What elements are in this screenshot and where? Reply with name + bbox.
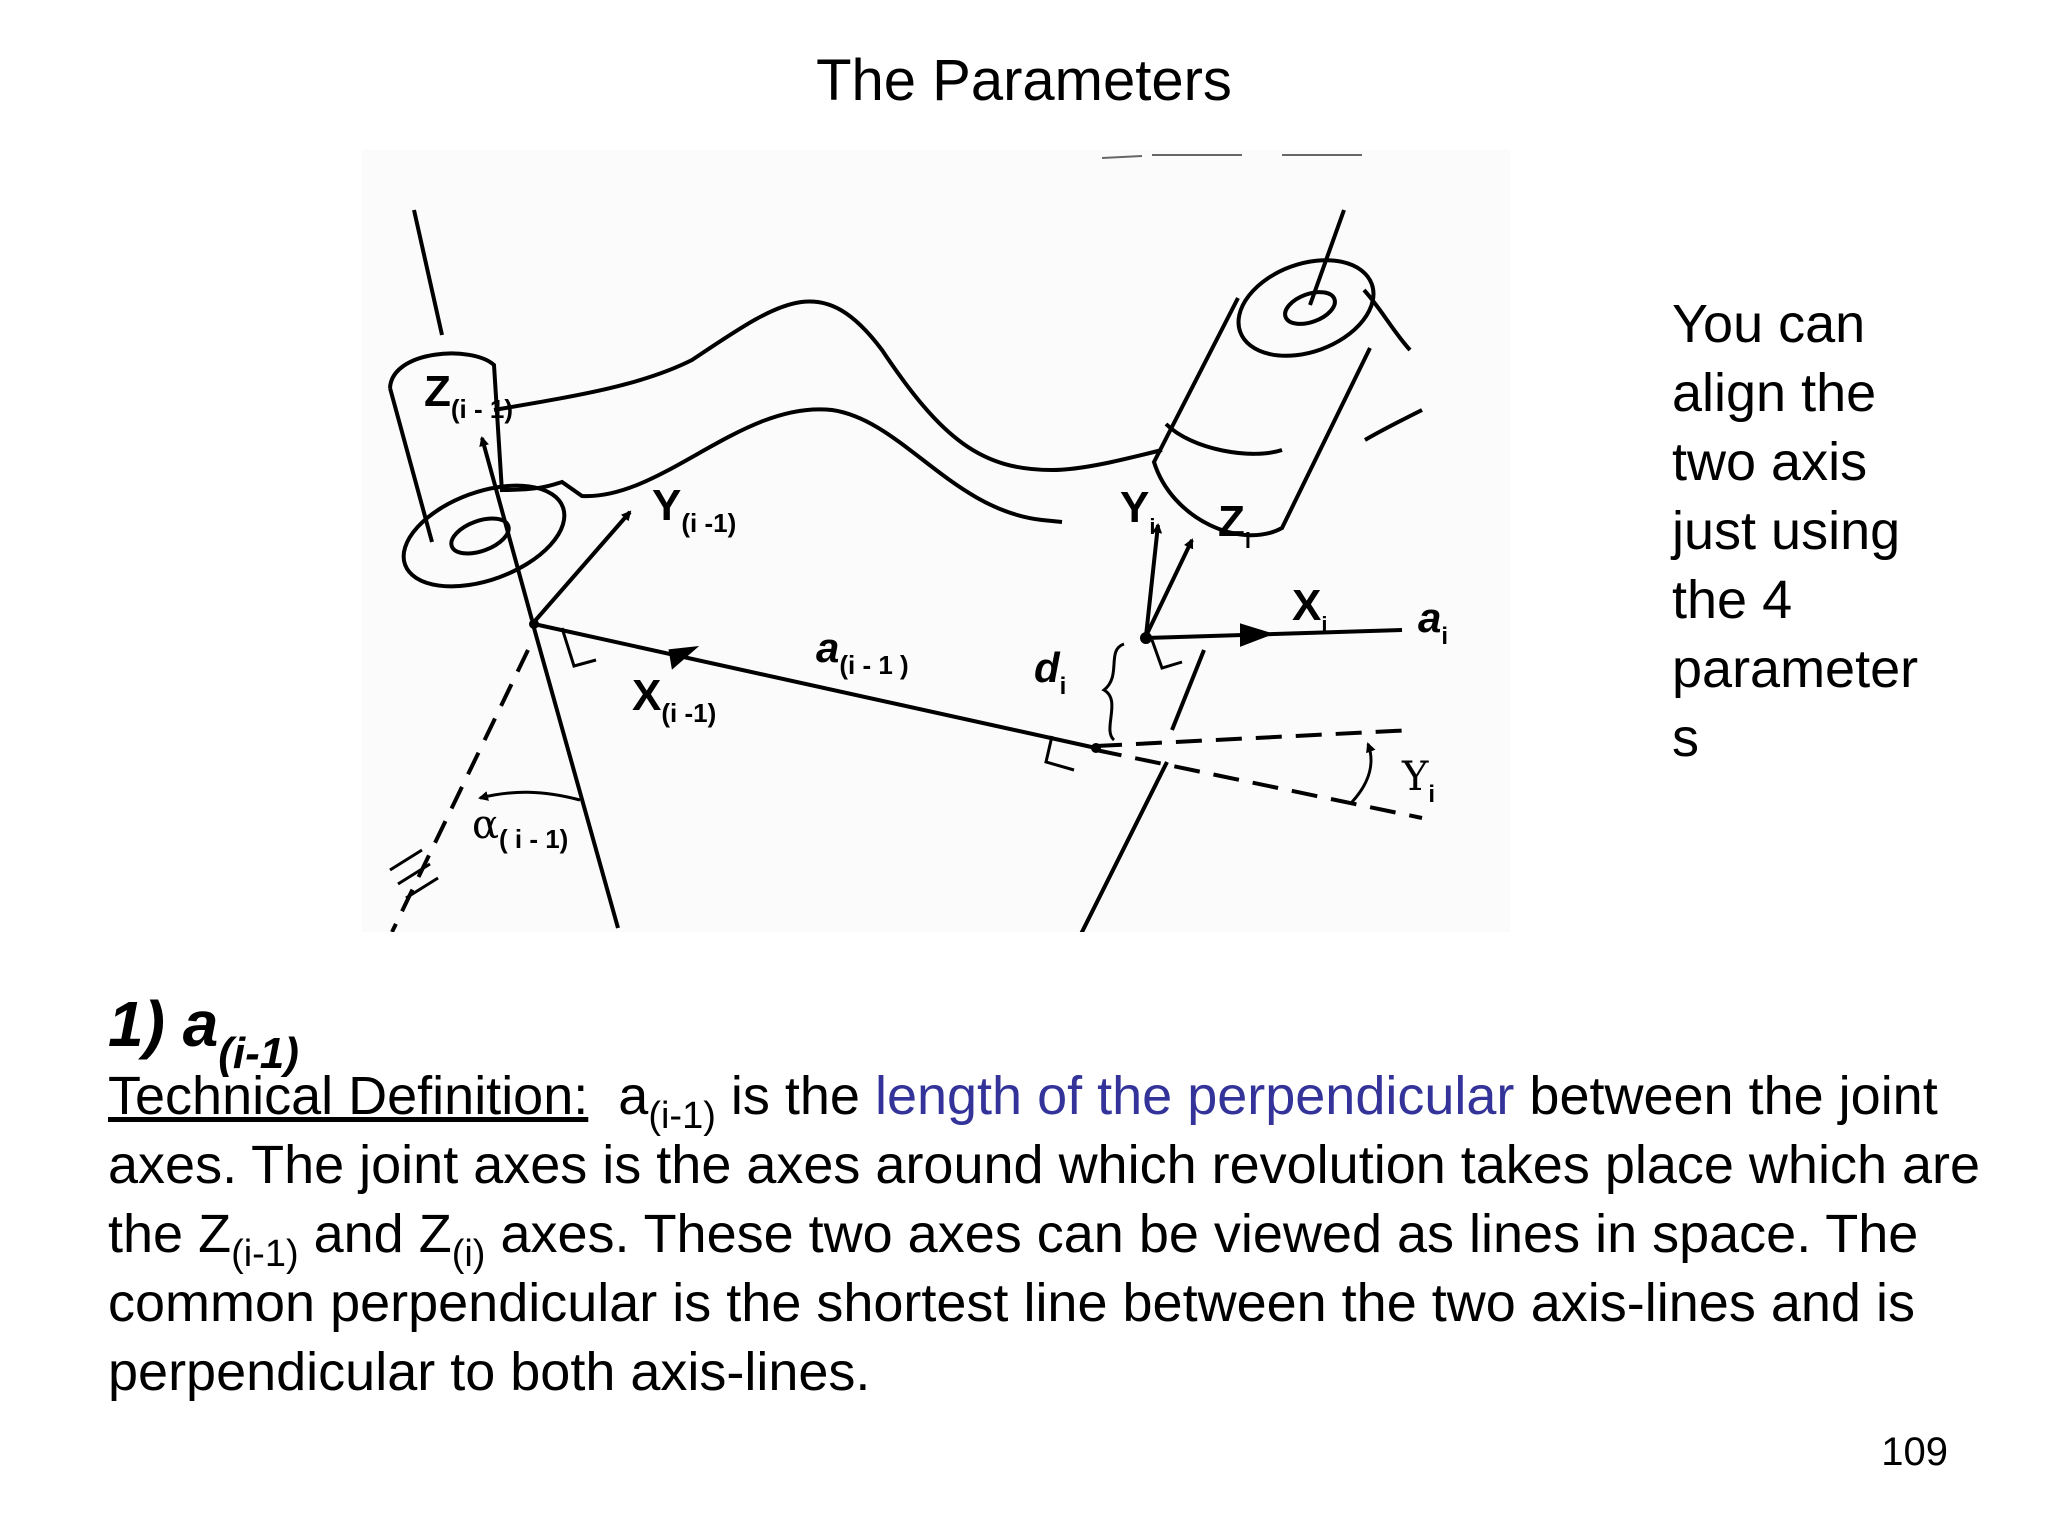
definition-text-2: between the joint axes. The joint axes i… <box>108 1066 1981 1264</box>
right-angle-mark-prev <box>560 627 597 668</box>
d-i-brace <box>1101 642 1125 742</box>
axis-z-i-line-upper <box>1170 649 1206 731</box>
link-parameters-figure: Z(i - 1) Y(i -1) X(i -1) a(i - 1 ) α( i … <box>362 150 1510 932</box>
scan-edge <box>1101 154 1362 159</box>
definition-z-i-sub: (i) <box>451 1233 486 1275</box>
label-a-i: ai <box>1418 594 1448 650</box>
definition-text-1: is the <box>715 1066 875 1126</box>
x-i-arrowhead <box>1240 623 1275 647</box>
label-y-i: Yi <box>1120 483 1155 539</box>
definition-symbol: a <box>618 1066 649 1126</box>
x-prev-perpendicular <box>533 622 1097 750</box>
definition-text-3: and Z <box>298 1204 452 1264</box>
parallel-ticks <box>389 848 439 900</box>
label-a-prev: a(i - 1 ) <box>816 624 909 680</box>
link-arm-right <box>1362 288 1412 352</box>
theta-arc <box>1350 742 1376 804</box>
label-y-prev: Y(i -1) <box>652 481 736 538</box>
joint-cylinder-right <box>1151 209 1376 538</box>
axis-z-prev-line <box>532 627 620 929</box>
joint-cylinder-left <box>388 209 567 589</box>
right-angle-mark-xi <box>1150 639 1183 670</box>
definition-label: Technical Definition: <box>108 1066 589 1126</box>
origin-prev <box>529 619 539 629</box>
z-i-arrow <box>1144 538 1194 637</box>
definition-text-4: axes. These two axes can be viewed as li… <box>108 1204 1919 1402</box>
right-angle-mark-i <box>1044 735 1075 772</box>
label-x-i: Xi <box>1292 581 1327 637</box>
label-x-prev: X(i -1) <box>632 671 716 728</box>
label-theta-i: Yi <box>1401 754 1435 808</box>
origin-i <box>1140 632 1152 644</box>
link-arm-lower <box>501 407 1063 524</box>
y-prev-arrow <box>532 510 632 624</box>
definition-z-prev-sub: (i-1) <box>231 1233 299 1275</box>
label-z-i: Zi <box>1218 497 1251 553</box>
heading-subscript: (i-1) <box>218 1029 299 1078</box>
dashed-x-i-projection <box>1095 748 1423 820</box>
technical-definition: Technical Definition: a(i-1) is the leng… <box>108 1062 1988 1407</box>
alpha-arc <box>478 790 581 802</box>
label-z-prev: Z(i - 1) <box>424 367 513 424</box>
slide-title: The Parameters <box>816 48 1232 113</box>
parameter-heading: 1) a(i-1) <box>108 984 299 1078</box>
x-i-axis <box>1145 628 1403 640</box>
side-note: You can align the two axis just using th… <box>1672 294 1919 768</box>
heading-main: 1) a <box>108 988 219 1060</box>
definition-highlight: length of the perpendicular <box>874 1066 1515 1126</box>
label-alpha-prev: α( i - 1) <box>472 802 568 854</box>
z-prev-arrow <box>479 436 534 621</box>
page-number: 109 <box>1881 1430 1948 1474</box>
y-i-arrow <box>1144 523 1163 637</box>
dashed-z-prev-proj <box>390 649 530 932</box>
definition-symbol-sub: (i-1) <box>648 1095 716 1137</box>
link-arm-right-lower <box>1363 408 1423 442</box>
dashed-x-prev-ext <box>1095 728 1415 748</box>
link-diagram: Z(i - 1) Y(i -1) X(i -1) a(i - 1 ) α( i … <box>388 154 1448 932</box>
label-d-i: di <box>1034 644 1066 700</box>
x-prev-arrowhead <box>668 645 700 670</box>
axis-z-i-line <box>1079 761 1169 932</box>
link-arm-upper <box>493 299 1163 473</box>
